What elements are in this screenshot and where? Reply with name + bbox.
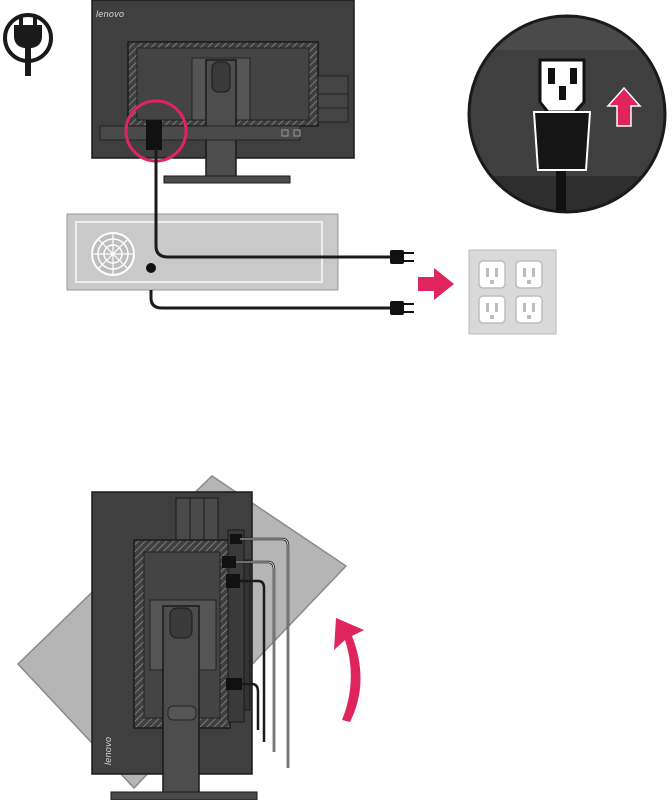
power-connection-diagram: lenovo [5, 0, 672, 334]
monitor-rear-view: lenovo [92, 0, 354, 183]
rotate-arrow-icon [334, 618, 364, 722]
computer-power-port [146, 263, 156, 273]
wall-outlet [469, 250, 556, 334]
zoom-inset [460, 16, 672, 218]
arrow-right-icon [418, 268, 454, 300]
plug-computer [390, 301, 414, 315]
pivot-rotation-diagram: lenovo [18, 476, 364, 800]
fan-icon [92, 233, 134, 275]
rotated-brand-label: lenovo [103, 737, 113, 765]
power-plug-icon [5, 15, 51, 76]
computer-case [67, 214, 338, 290]
plug-monitor [390, 250, 414, 264]
monitor-brand-label: lenovo [96, 9, 124, 19]
